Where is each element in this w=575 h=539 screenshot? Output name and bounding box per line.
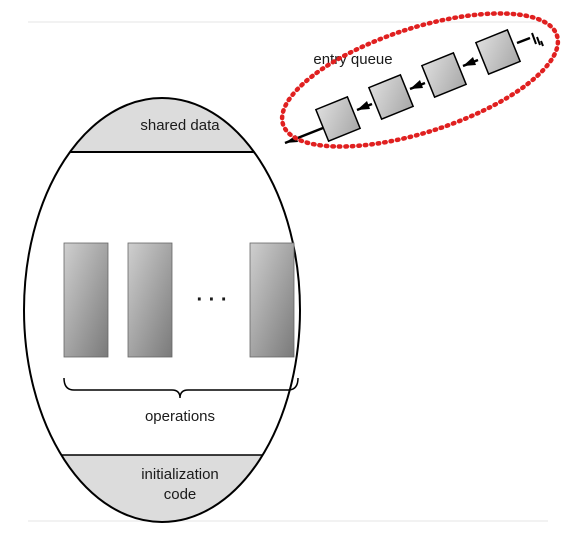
- arrowhead: [463, 57, 476, 66]
- arrowhead: [357, 101, 370, 110]
- operations-brace: [63, 377, 299, 399]
- queue-node: [420, 51, 468, 99]
- init-label-line1: initialization: [141, 466, 219, 483]
- operations-label: operations: [145, 408, 215, 425]
- queue-node: [474, 28, 522, 76]
- operation-box: [127, 242, 173, 358]
- queue-node: [367, 73, 415, 121]
- entry-queue: entry queue: [284, 28, 544, 145]
- operations-ellipsis: · · ·: [196, 289, 227, 311]
- ground-icon: [531, 32, 544, 47]
- operation-box: [249, 242, 295, 358]
- queue-connector: [516, 36, 531, 45]
- operations-group: · · ·: [63, 242, 295, 358]
- init-label-line2: code: [164, 486, 197, 503]
- arrowhead: [410, 80, 423, 89]
- shared-data-label: shared data: [140, 117, 220, 134]
- monitor-outline: [23, 97, 301, 523]
- operation-box: [63, 242, 109, 358]
- queue-node: [314, 95, 362, 143]
- queue-highlight-ring: [279, 11, 561, 149]
